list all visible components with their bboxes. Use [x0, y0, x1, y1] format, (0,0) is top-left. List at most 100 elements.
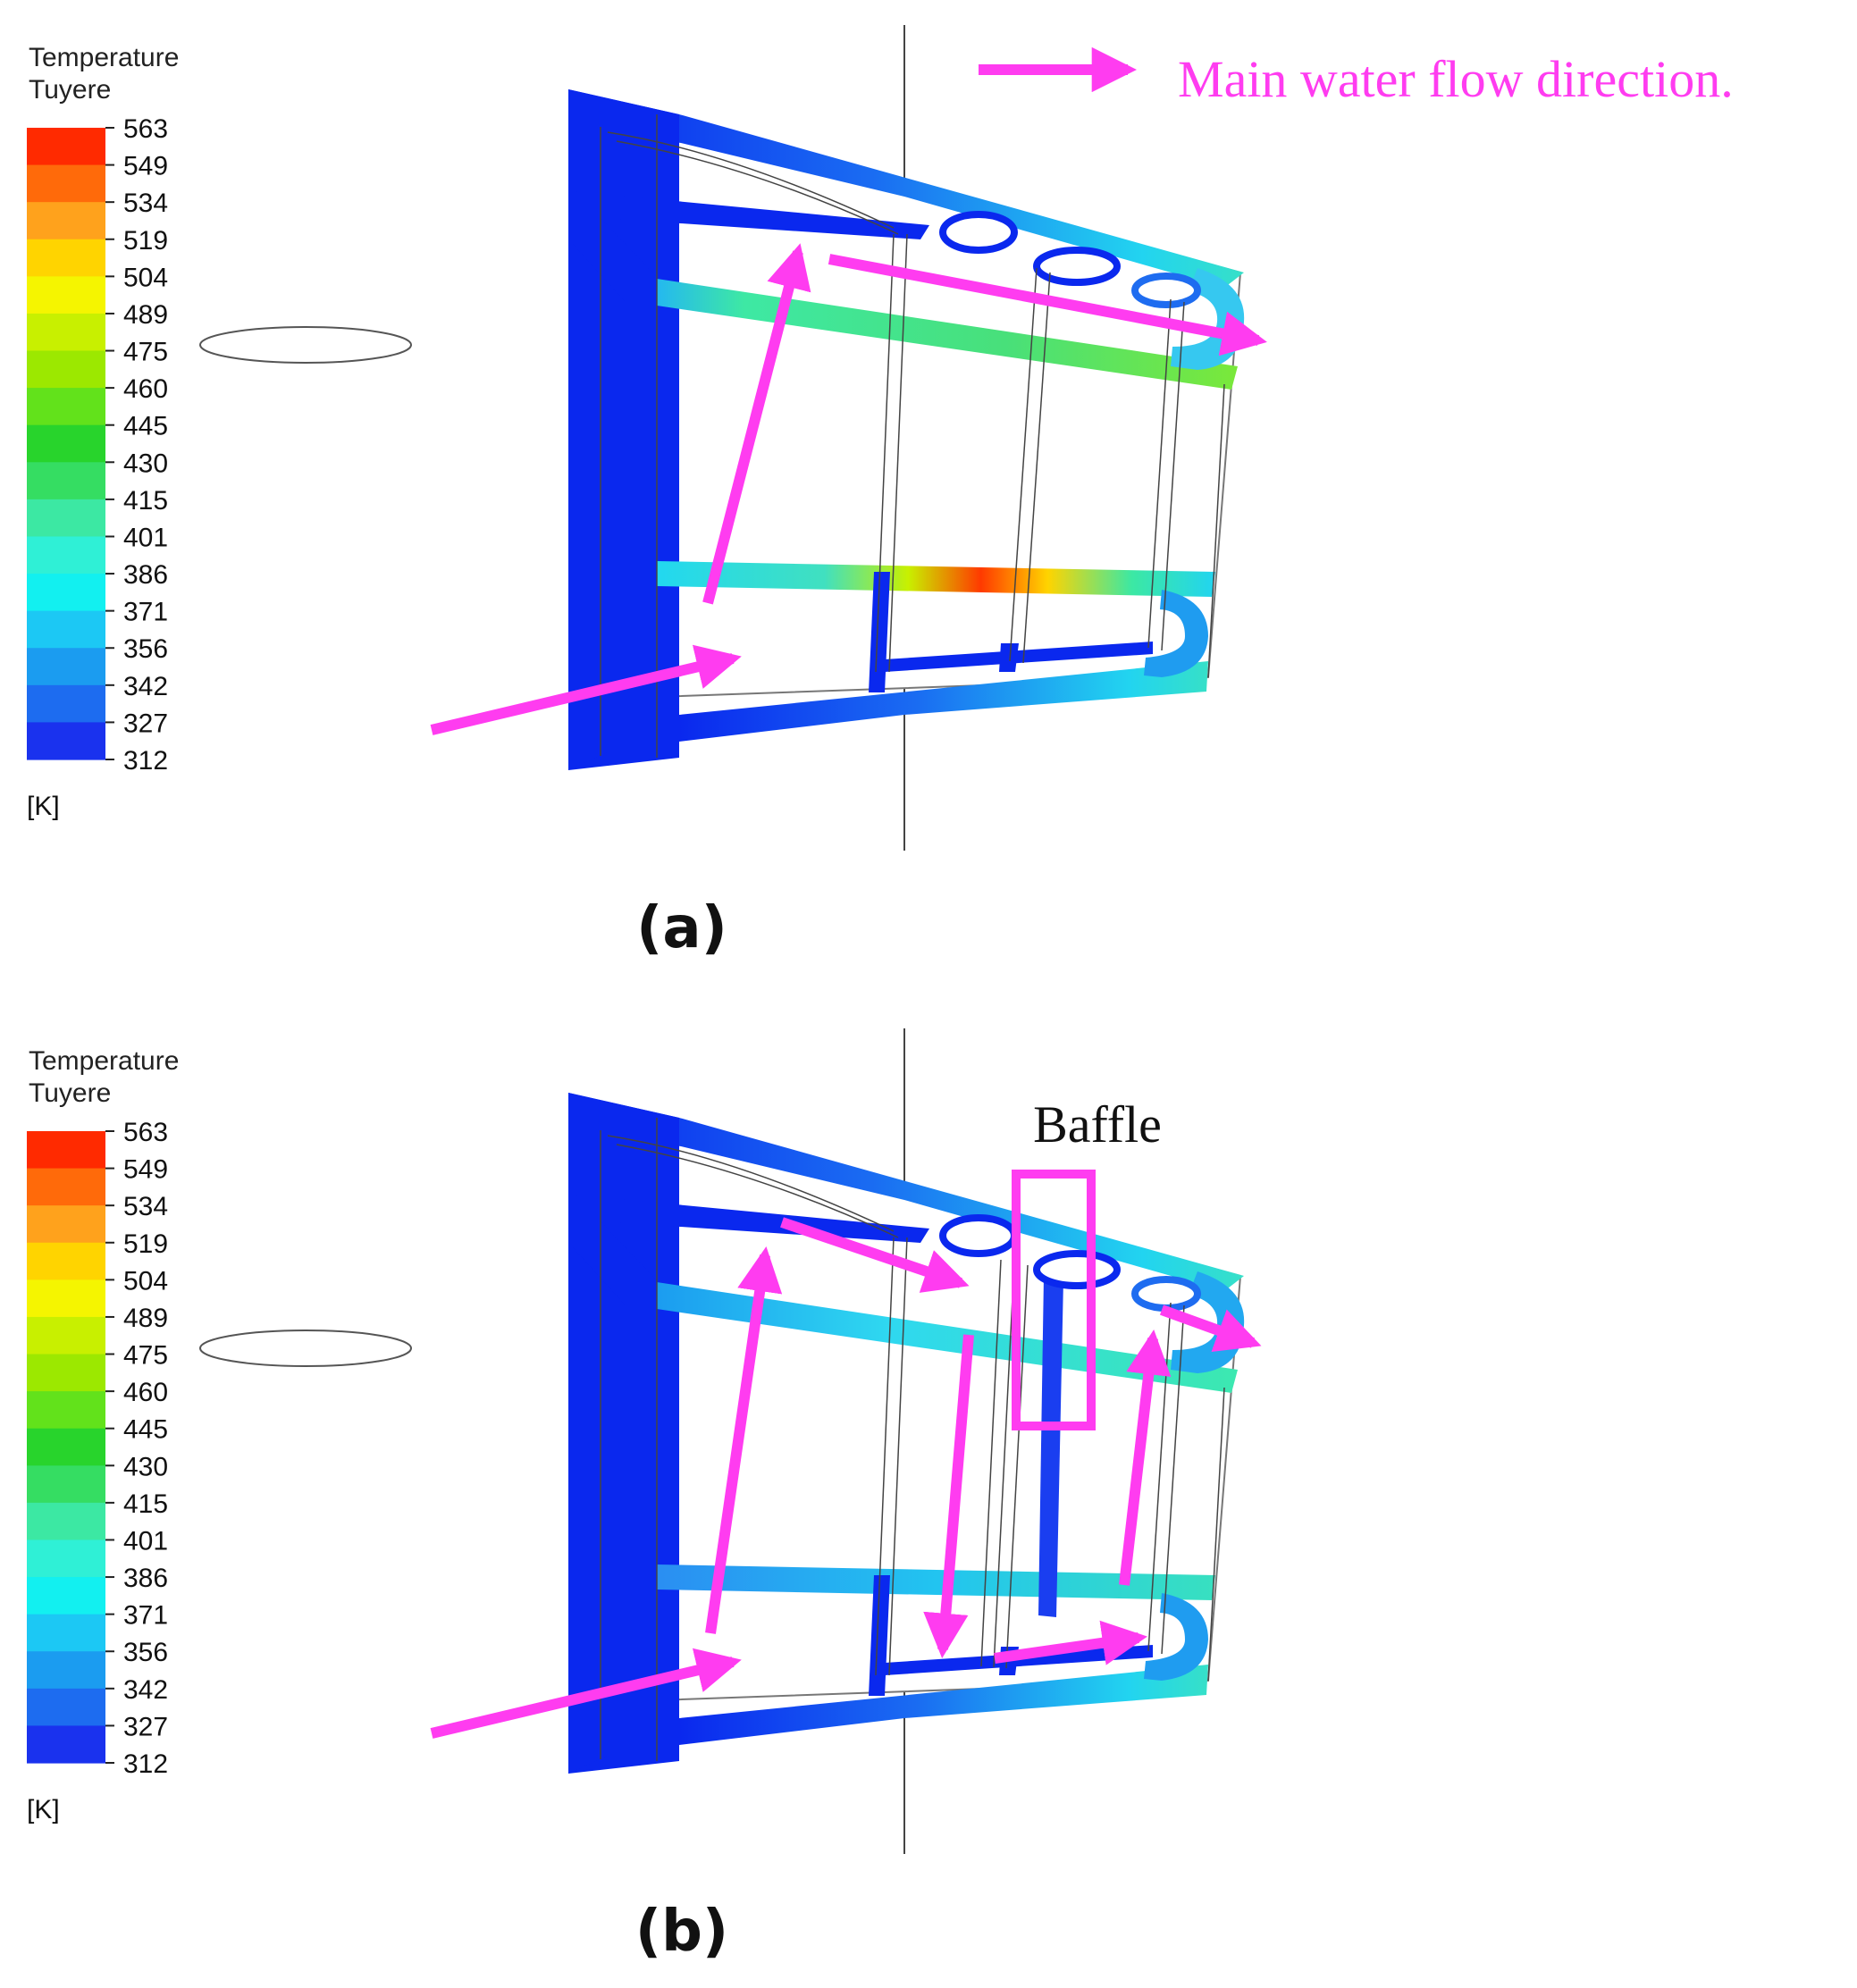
legend-tick-label: 415 — [123, 486, 168, 516]
legend-tick-label: 475 — [123, 338, 168, 367]
legend-tick-label: 519 — [123, 1229, 168, 1259]
legend-subtitle: Tuyere — [29, 1078, 111, 1108]
legend-color-swatch — [27, 1279, 105, 1318]
legend-color-swatch — [27, 1651, 105, 1690]
legend-b: Temperature Tuyere 563549534519504489475… — [27, 1046, 412, 1824]
flow-arrow — [430, 1648, 742, 1739]
legend-colorbar — [27, 1131, 105, 1764]
legend-color-swatch — [27, 1428, 105, 1466]
legend-color-swatch — [27, 1502, 105, 1541]
legend-color-swatch — [27, 1539, 105, 1578]
legend-tick-label: 415 — [123, 1489, 168, 1519]
panel-a: Temperature Tuyere 563549534519504489475… — [27, 25, 1734, 961]
legend-title: Temperature — [29, 1046, 179, 1076]
legend-tick-label: 430 — [123, 1452, 168, 1481]
legend-color-swatch — [27, 574, 105, 612]
flow-arrow — [430, 644, 742, 735]
legend-color-swatch — [27, 1316, 105, 1355]
legend-tick-label: 371 — [123, 598, 168, 627]
flow-arrows-a — [430, 243, 1267, 735]
flow-arrow — [1159, 1304, 1262, 1352]
legend-tick-label: 504 — [123, 1266, 168, 1296]
legend-tick-label: 356 — [123, 634, 168, 664]
legend-tick-label: 563 — [123, 114, 168, 144]
legend-tick-label: 401 — [123, 1526, 168, 1556]
probe-ellipse — [199, 1330, 412, 1367]
legend-color-swatch — [27, 1688, 105, 1727]
legend-color-swatch — [27, 1725, 105, 1764]
legend-tick-label: 401 — [123, 523, 168, 552]
legend-color-swatch — [27, 1577, 105, 1615]
legend-color-swatch — [27, 202, 105, 240]
legend-color-swatch — [27, 1168, 105, 1206]
legend-tick-label: 445 — [123, 412, 168, 441]
legend-color-swatch — [27, 1205, 105, 1244]
panel-b: Temperature Tuyere 563549534519504489475… — [27, 1028, 1262, 1965]
legend-tick-label: 327 — [123, 1712, 168, 1741]
legend-tick-label: 489 — [123, 300, 168, 330]
legend-tick-label: 460 — [123, 1378, 168, 1407]
legend-tick-labels: 5635495345195044894754604454304154013863… — [105, 114, 168, 776]
legend-tick-label: 534 — [123, 1192, 168, 1221]
legend-color-swatch — [27, 684, 105, 724]
flow-arrow — [702, 243, 811, 605]
legend-color-swatch — [27, 388, 105, 426]
flow-arrow — [1119, 1329, 1172, 1586]
legend-unit: [K] — [27, 792, 60, 821]
legend-tick-label: 549 — [123, 1155, 168, 1185]
legend-unit: [K] — [27, 1795, 60, 1824]
legend-tick-label: 460 — [123, 374, 168, 404]
legend-tick-label: 475 — [123, 1341, 168, 1371]
legend-color-swatch — [27, 648, 105, 686]
baffle-label: Baffle — [1033, 1095, 1162, 1153]
legend-color-swatch — [27, 128, 105, 166]
legend-color-swatch — [27, 722, 105, 760]
legend-subtitle: Tuyere — [29, 75, 111, 105]
legend-tick-label: 386 — [123, 560, 168, 590]
legend-tick-label: 563 — [123, 1118, 168, 1147]
legend-title: Temperature — [29, 43, 179, 72]
flow-arrow — [828, 254, 1267, 356]
legend-tick-label: 356 — [123, 1638, 168, 1667]
legend-color-swatch — [27, 1391, 105, 1430]
legend-color-swatch — [27, 462, 105, 500]
baffle-highlight-box — [1012, 1170, 1096, 1430]
legend-color-swatch — [27, 350, 105, 389]
flow-arrow — [780, 1217, 970, 1293]
legend-tick-label: 445 — [123, 1415, 168, 1445]
legend-color-swatch — [27, 610, 105, 649]
legend-tick-label: 519 — [123, 226, 168, 256]
panel-label-a: (a) — [636, 895, 727, 961]
legend-a: Temperature Tuyere 563549534519504489475… — [27, 43, 412, 821]
legend-tick-label: 549 — [123, 152, 168, 181]
legend-tick-label: 327 — [123, 709, 168, 738]
legend-tick-label: 312 — [123, 746, 168, 776]
flow-arrow — [923, 1334, 974, 1659]
legend-colorbar — [27, 128, 105, 760]
legend-color-swatch — [27, 276, 105, 315]
probe-ellipse — [199, 326, 412, 364]
legend-tick-label: 371 — [123, 1601, 168, 1631]
legend-color-swatch — [27, 536, 105, 575]
legend-color-swatch — [27, 499, 105, 538]
legend-color-swatch — [27, 1614, 105, 1652]
flow-arrow — [994, 1620, 1147, 1665]
legend-color-swatch — [27, 313, 105, 352]
legend-color-swatch — [27, 424, 105, 463]
legend-tick-label: 342 — [123, 672, 168, 701]
legend-color-swatch — [27, 1354, 105, 1392]
legend-color-swatch — [27, 239, 105, 277]
legend-tick-labels: 5635495345195044894754604454304154013863… — [105, 1118, 168, 1779]
legend-tick-label: 386 — [123, 1564, 168, 1593]
legend-color-swatch — [27, 1465, 105, 1504]
legend-tick-label: 430 — [123, 449, 168, 478]
legend-color-swatch — [27, 1131, 105, 1170]
legend-color-swatch — [27, 164, 105, 203]
legend-tick-label: 504 — [123, 263, 168, 292]
flow-direction-note: Main water flow direction. — [1178, 50, 1734, 108]
legend-tick-label: 342 — [123, 1675, 168, 1705]
legend-color-swatch — [27, 1242, 105, 1280]
legend-tick-label: 312 — [123, 1749, 168, 1779]
flow-arrows-b — [430, 1217, 1262, 1739]
